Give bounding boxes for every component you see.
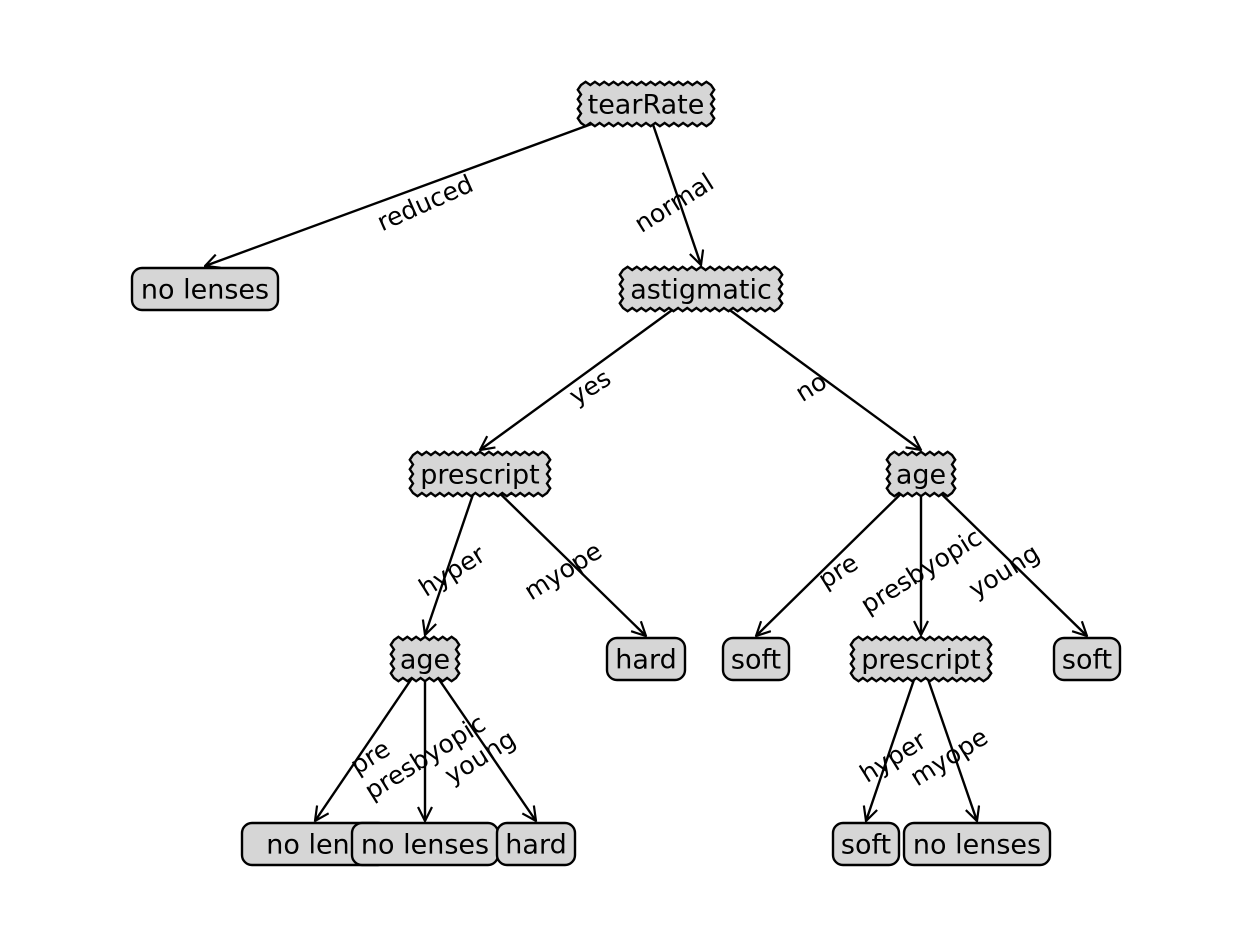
node-label-tearrate: tearRate [588,90,705,121]
leaf-node-hard: hard [495,821,577,867]
node-label-no-lens: no lens [266,830,364,861]
node-label-hard: hard [505,830,566,861]
edge-arrow-hyper [425,473,482,635]
edge-label-myope: myope [519,536,607,606]
sawtooth-box [576,80,716,128]
rounded-box [1052,636,1122,682]
node-label-soft: soft [1062,645,1112,676]
edge-label-hyper: hyper [414,539,491,602]
sawtooth-box [618,265,784,313]
nodes-layer: tearRate no lenses astigmatic prescript age a… [130,80,1122,867]
node-label-soft: soft [731,645,781,676]
edge-arrow-hyper [866,658,923,821]
rounded-box [495,821,577,867]
edge-arrow-pre [315,658,426,821]
sawtooth-box [849,635,993,683]
rounded-box [902,821,1052,867]
edge-label-no: no [790,366,832,407]
edge-arrow-young [424,658,536,821]
leaf-node-hard: hard [605,636,687,682]
decision-node-prescript: prescript [849,635,993,683]
rounded-box [130,266,280,312]
edge-arrow-no [700,288,921,450]
leaf-node-soft: soft [1052,636,1122,682]
node-label-no-lenses: no lenses [361,830,489,861]
leaf-node-soft: soft [721,636,791,682]
node-label-prescript: prescript [861,645,981,676]
sawtooth-box [885,450,957,498]
leaf-node-no-lenses: no lenses [902,821,1052,867]
edges-layer [205,102,1087,821]
edge-arrow-normal [644,103,701,265]
node-label-age: age [896,460,946,491]
node-label-astigmatic: astigmatic [630,275,772,306]
leaf-node-no-lenses: no lenses [350,821,500,867]
decision-node-tearrate: tearRate [576,80,716,128]
edge-arrow-myope [479,473,646,636]
node-label-no-lenses: no lenses [141,275,269,306]
sawtooth-box [408,450,552,498]
decision-node-astigmatic: astigmatic [618,265,784,313]
edge-label-normal: normal [629,167,719,238]
edge-arrow-myope [919,658,977,821]
rounded-box [721,636,791,682]
decision-node-age: age [389,635,461,683]
node-label-prescript: prescript [420,460,540,491]
node-label-age: age [400,645,450,676]
rounded-box [831,821,901,867]
edge-arrow-yes [480,288,702,450]
decision-node-age: age [885,450,957,498]
node-label-hard: hard [615,645,676,676]
edge-arrow-young [920,473,1087,636]
leaf-node-soft: soft [831,821,901,867]
edge-label-pre: pre [813,548,863,594]
edge-label-yes: yes [564,363,616,410]
edge-arrow-reduced [205,102,647,266]
node-label-no-lenses: no lenses [913,830,1041,861]
leaf-node-no-lenses: no lenses [130,266,280,312]
rounded-box [605,636,687,682]
edge-arrow-pre [756,473,922,636]
edge-label-reduced: reduced [373,169,478,237]
sawtooth-box [389,635,461,683]
node-label-soft: soft [841,830,891,861]
decision-node-prescript: prescript [408,450,552,498]
